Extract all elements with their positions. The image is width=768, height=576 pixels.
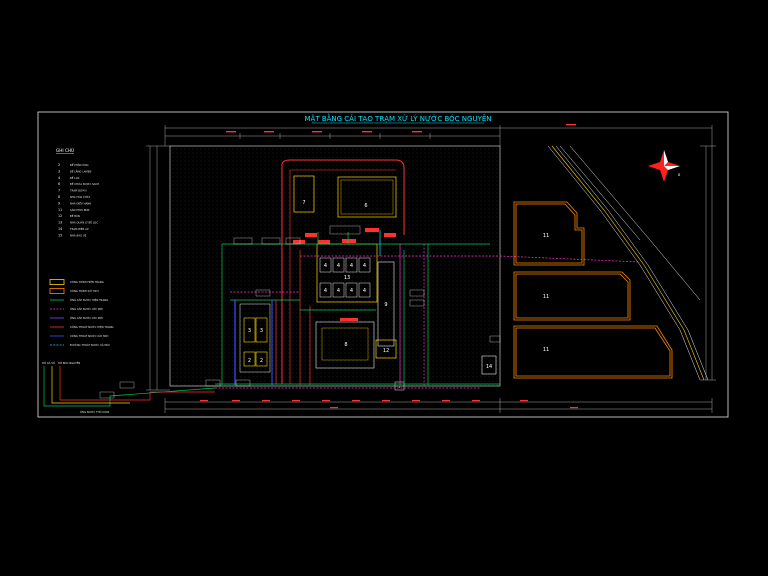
building-6 [337,176,397,218]
legend-heading: GHI CHÚ [56,148,74,153]
building-2a-number: 2 [248,358,251,364]
building-14 [481,355,497,375]
building-7-number: 7 [302,200,305,206]
legend-item-label: NHÀ ĐIỀU HÀNH [70,200,91,205]
building-2a [243,351,256,367]
building-7 [293,175,315,213]
drying-bed-lines [547,145,709,381]
building-12 [375,339,397,359]
drawing-title: MẶT BẰNG CẢI TẠO TRẠM XỬ LÝ NƯỚC BÓC NGU… [304,113,491,123]
source-label-2: HỒ BÓC NGUYÊN [58,360,80,365]
legend-item-label: BỂ PHẢN ỨNG [70,162,88,167]
internal-road-inner [289,169,396,384]
legend-item-label: BỂ CHỨA NƯỚC SẠCH [70,181,99,186]
legend-line-types: CÔNG TRÌNH HIỆN TRẠNG CÔNG TRÌNH XÂY MỚI Ố… [49,279,114,347]
source-label-1: HỒ XÁ VỐ [42,360,55,365]
legend-items: 2 BỂ PHẢN ỨNG 3 BỂ LẮNG LAMEN 4 BỂ LỌC 6 BỂ CHỨ… [58,162,99,237]
legend-item-number: 7 [58,189,60,193]
filter-4-number: 4 [363,263,366,269]
filter-1-number: 4 [324,263,327,269]
top-dimensions [164,125,713,146]
red-pads [293,228,396,321]
legend-item-label: BỂ BÙN [70,213,80,218]
legend-item-label: SÂN PHƠI BÙN [70,207,89,212]
building-3b [255,317,268,343]
building-6-number: 6 [364,203,367,209]
sludge-drying-beds [513,201,673,379]
building-14-number: 14 [486,364,492,370]
building-12-number: 12 [383,348,389,354]
legend-item-number: 2 [58,163,60,167]
drawing-frame [37,111,729,418]
left-dimensions [146,145,170,391]
legend-item-number: 4 [58,176,60,180]
legend-item-number: 6 [58,182,60,186]
legend-line-swatch [49,279,65,285]
legend-line-label: ỐNG CẤP NƯỚC XÂY MỚI [70,315,103,320]
legend-line-swatch [49,288,65,294]
legend-item-number: 8 [58,195,60,199]
drying-bed-2-number: 11 [543,294,549,300]
site-boundary [169,145,501,387]
top-dimension-ticks [226,124,576,133]
legend-item-number: 13 [58,221,62,225]
legend-line-label: CỐNG THOÁT NƯỚC HIỆN TRẠNG [70,324,114,329]
filter-2-number: 4 [337,263,340,269]
drying-bed-3-number: 11 [543,347,549,353]
legend-item-label: NHÀ QUẢN LÝ BỂ LỌC [70,220,98,225]
legend-item-label: BỂ LẮNG LAMEN [70,168,91,173]
legend-line-label: CÔNG TRÌNH HIỆN TRẠNG [70,279,104,284]
building-13-number: 13 [344,275,350,281]
filter-7-number: 4 [350,288,353,294]
building-8-inner [321,327,369,361]
legend-item-number: 14 [58,227,62,231]
legend-line-label: ĐƯỜNG THOÁT NƯỚC XẢ MỚI [70,342,110,347]
drying-bed-slopes [551,145,705,381]
building-9 [377,261,395,347]
building-1-number: 1 [399,385,401,389]
raw-water-pipe-note: ỐNG NƯỚC THÔ D200 [80,409,110,414]
building-3b-number: 3 [260,328,263,334]
legend-item-number: 9 [58,201,60,205]
filter-3-number: 4 [350,263,353,269]
bottom-dimensions [164,398,713,413]
building-9-number: 9 [384,302,387,308]
filter-tanks [319,257,371,298]
legend-item-number: 15 [58,233,62,237]
legend-line-label: ỐNG CẤP NƯỚC HIỆN TRẠNG [70,297,108,302]
legend-item-label: BỂ LỌC [70,175,80,180]
north-arrow-icon [648,150,680,182]
filter-8-number: 4 [363,288,366,294]
building-3-2-outline [239,303,271,373]
legend-item-label: TRẠM BIẾN ÁP [70,225,89,231]
building-2b [255,351,268,367]
north-label: B [678,173,681,177]
legend-line-label: CỐNG THOÁT NƯỚC XÂY MỚI [70,333,109,338]
drying-bed-1-number: 11 [543,233,549,239]
annotation-boxes [99,225,501,399]
legend-line-label: ỐNG CẤP NƯỚC XÂY MỚI [70,306,103,311]
bottom-dimension-ticks [200,400,578,409]
building-3a [243,317,256,343]
legend-item-label: NHÀ HÓA CHẤT [70,194,91,199]
legend-item-number: 11 [58,208,62,212]
legend-item-label: NHÀ BẢO VỆ [70,232,87,237]
filter-6-number: 4 [337,288,340,294]
filter-5-number: 4 [324,288,327,294]
building-2b-number: 2 [260,358,263,364]
legend: GHI CHÚ 2 BỂ PHẢN ỨNG 3 BỂ LẮNG LAMEN 4 BỂ LỌ… [49,148,114,347]
internal-road [281,159,405,384]
building-8-number: 8 [344,342,347,348]
legend-line-label: CÔNG TRÌNH XÂY MỚI [70,288,99,293]
raw-water-inflow [43,366,216,407]
building-1 [394,381,405,391]
legend-item-number: 3 [58,169,60,173]
legend-item-label: TRẠM BƠM II [70,189,87,193]
building-8 [315,321,375,369]
building-3a-number: 3 [248,328,251,334]
building-6-inner [340,179,394,215]
right-dimensions [700,145,716,381]
legend-item-number: 12 [58,214,62,218]
